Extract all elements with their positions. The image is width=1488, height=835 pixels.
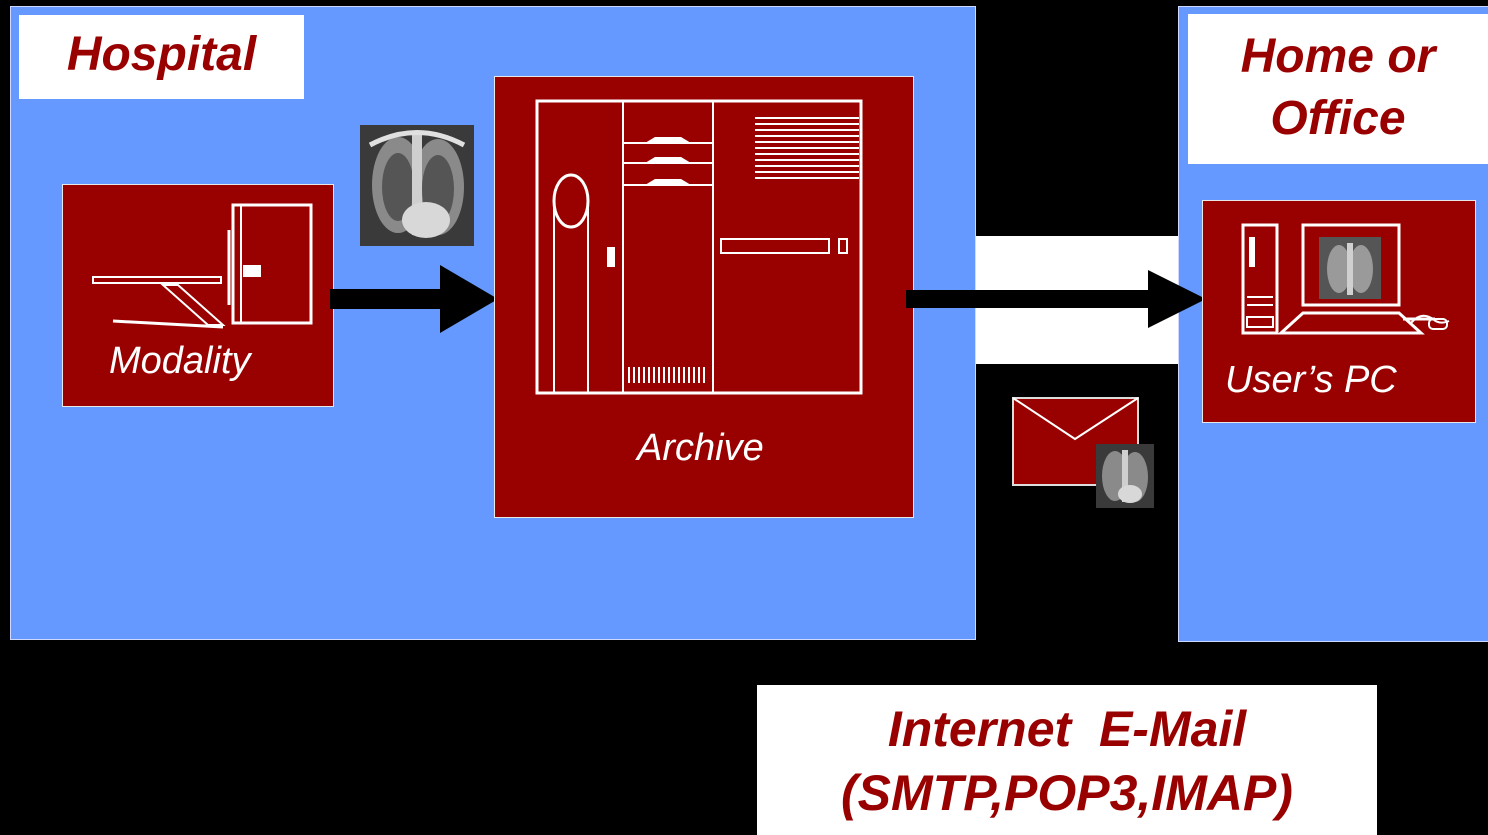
arrow-right-icon — [330, 265, 498, 333]
pc-icon — [1241, 223, 1450, 335]
protocol-box: Internet E-Mail (SMTP,POP3,IMAP) — [757, 685, 1377, 835]
xray-image-icon — [360, 125, 474, 246]
hospital-title: Hospital — [66, 28, 257, 81]
hospital-title-box: Hospital — [19, 15, 304, 99]
users-pc-box: User’s PC — [1202, 200, 1476, 423]
modality-box: Modality — [62, 184, 334, 407]
protocol-line2: (SMTP,POP3,IMAP) — [841, 765, 1293, 821]
home-office-title-line1: Home or — [1240, 30, 1436, 83]
home-office-title-box: Home or Office — [1188, 14, 1488, 164]
home-office-title-line2: Office — [1270, 92, 1406, 145]
users-pc-label: User’s PC — [1225, 359, 1397, 401]
archive-box: Archive — [494, 76, 914, 518]
modality-icon — [92, 203, 313, 329]
arrow-right-icon — [906, 270, 1206, 328]
modality-label: Modality — [109, 340, 251, 382]
xray-image-icon — [1096, 444, 1154, 508]
protocol-line1: Internet E-Mail — [887, 701, 1247, 757]
archive-label: Archive — [637, 427, 764, 469]
archive-server-icon — [535, 99, 863, 395]
